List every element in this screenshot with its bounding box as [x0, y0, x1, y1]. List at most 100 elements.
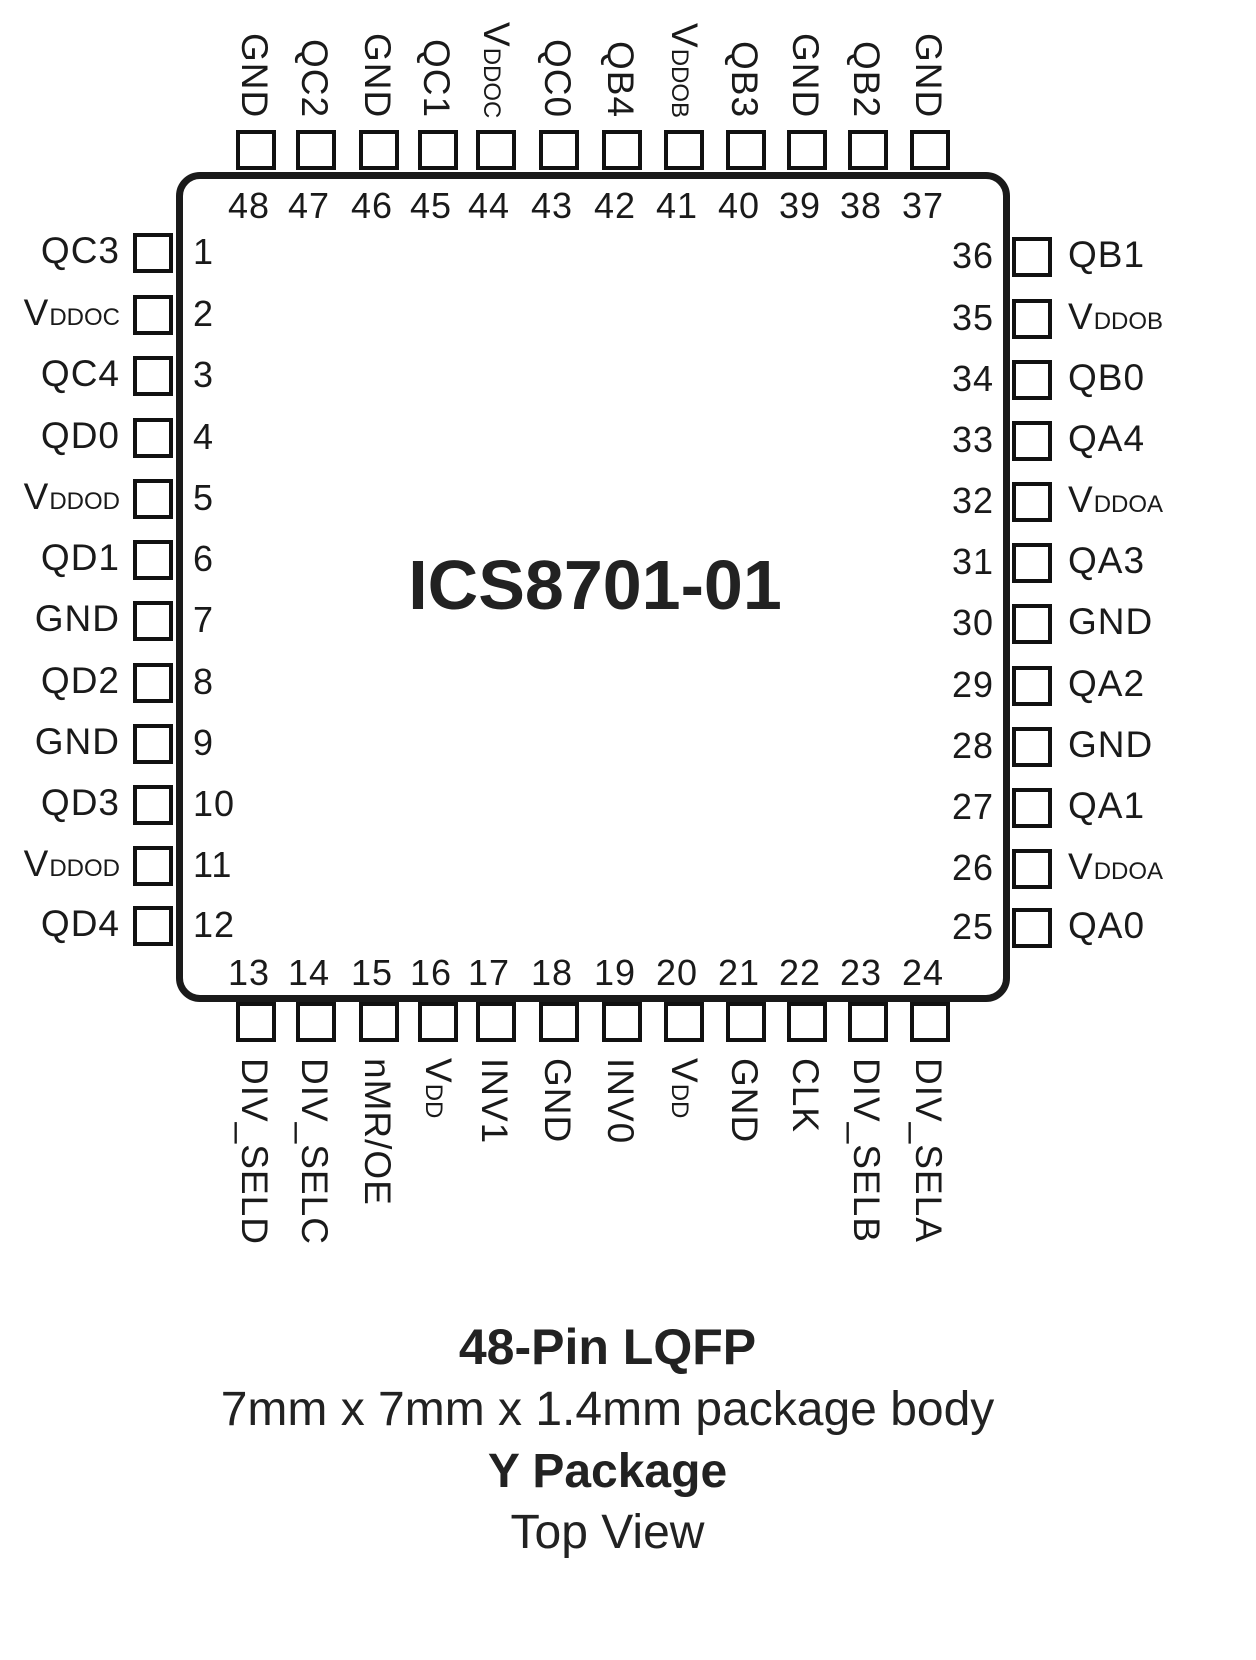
- pin-label-43: QC0: [537, 39, 578, 118]
- pin-number: 3: [193, 354, 215, 395]
- caption-dimensions: 7mm x 7mm x 1.4mm package body: [220, 1383, 995, 1436]
- pin-label-25: QA0: [1068, 907, 1145, 944]
- pin-pad-3: [133, 356, 173, 396]
- pin-label-30: GND: [1068, 603, 1153, 640]
- pin-name: GND: [1068, 601, 1154, 642]
- pin-label-20: VDD: [661, 1058, 705, 1118]
- pin-label-21: GND: [723, 1058, 765, 1144]
- pin-label-22: CLK: [785, 1058, 826, 1133]
- pin-label-45: QC1: [416, 39, 457, 118]
- pin-pad-48: [236, 130, 276, 170]
- pin-number: 13: [228, 952, 271, 993]
- pin-label-40: QB3: [724, 41, 765, 118]
- pin-pad-27: [1012, 788, 1052, 828]
- pin-pad-7: [133, 601, 173, 641]
- pin-number: 22: [779, 952, 822, 993]
- pin-number: 10: [193, 783, 236, 824]
- pin-label-46: GND: [356, 33, 398, 119]
- pin-pad-36: [1012, 237, 1052, 277]
- pin-name: GND: [784, 33, 826, 119]
- pin-pad-23: [848, 1002, 888, 1042]
- pin-number: 48: [228, 185, 271, 226]
- pin-number: 33: [951, 419, 994, 460]
- pin-label-16: VDD: [415, 1058, 459, 1119]
- pin-pad-28: [1012, 727, 1052, 767]
- pin-pad-8: [133, 663, 173, 703]
- pin-number: 32: [951, 480, 994, 521]
- pin-number: 16: [410, 952, 453, 993]
- pin-label-48: GND: [233, 33, 275, 119]
- pin-name-subscript: DDOC: [478, 47, 505, 119]
- pin-label-29: QA2: [1068, 665, 1145, 702]
- pin-label-32: VDDOA: [1068, 481, 1163, 523]
- pin-label-17: INV1: [473, 1058, 515, 1145]
- pin-label-33: QA4: [1068, 420, 1145, 457]
- pin-number: 6: [193, 538, 215, 579]
- pin-pad-31: [1012, 543, 1052, 583]
- pin-name: V: [664, 23, 705, 49]
- pin-label-27: QA1: [1068, 787, 1145, 824]
- pin-name: GND: [34, 598, 120, 639]
- pin-label-47: QC2: [294, 39, 335, 118]
- pin-pad-35: [1012, 299, 1052, 339]
- pin-name: QC4: [40, 353, 120, 394]
- pin-number: 43: [531, 185, 574, 226]
- caption-package-code: Y Package: [487, 1445, 728, 1498]
- pin-number: 4: [193, 416, 215, 457]
- pin-name: QA0: [1068, 905, 1146, 946]
- pin-name: GND: [34, 721, 120, 762]
- pin-number: 17: [468, 952, 511, 993]
- pin-name-subscript: DDOA: [1093, 858, 1164, 885]
- pin-name: QD4: [40, 903, 120, 944]
- pin-name: QA2: [1068, 663, 1146, 704]
- pin-number: 29: [951, 664, 994, 705]
- pin-pad-41: [664, 130, 704, 170]
- pin-name: QD0: [40, 415, 120, 456]
- pin-number: 15: [351, 952, 394, 993]
- pin-pad-37: [910, 130, 950, 170]
- pin-label-4: QD0: [41, 417, 120, 454]
- pin-number: 20: [656, 952, 699, 993]
- pin-pad-39: [787, 130, 827, 170]
- pin-pad-38: [848, 130, 888, 170]
- pin-number: 27: [951, 786, 994, 827]
- pin-number: 46: [351, 185, 394, 226]
- pin-name: INV1: [473, 1058, 515, 1145]
- pin-pad-26: [1012, 849, 1052, 889]
- pin-name: QD1: [40, 537, 120, 578]
- pin-label-2: VDDOC: [24, 294, 120, 336]
- pin-number: 14: [288, 952, 331, 993]
- pin-label-36: QB1: [1068, 236, 1145, 273]
- pin-pad-6: [133, 540, 173, 580]
- pin-name: GND: [723, 1058, 765, 1144]
- pin-pad-19: [602, 1002, 642, 1042]
- pin-pad-20: [664, 1002, 704, 1042]
- pin-pad-32: [1012, 482, 1052, 522]
- pin-pad-43: [539, 130, 579, 170]
- pin-name: QA3: [1068, 540, 1146, 581]
- pin-number: 21: [718, 952, 761, 993]
- pin-number: 12: [193, 904, 236, 945]
- pin-number: 39: [779, 185, 822, 226]
- pin-name: GND: [1068, 724, 1154, 765]
- pin-name: V: [1068, 479, 1094, 520]
- pin-name: GND: [356, 33, 398, 119]
- pin-pad-17: [476, 1002, 516, 1042]
- pin-pad-47: [296, 130, 336, 170]
- pin-name-subscript: DD: [420, 1083, 447, 1119]
- pin-pad-14: [296, 1002, 336, 1042]
- caption-view: Top View: [510, 1506, 705, 1559]
- pin-name: DIV_SELD: [233, 1058, 275, 1245]
- pin-number: 23: [840, 952, 883, 993]
- pin-pad-34: [1012, 360, 1052, 400]
- pin-label-5: VDDOD: [24, 478, 120, 520]
- pin-label-24: DIV_SELA: [908, 1058, 949, 1243]
- pin-number: 5: [193, 477, 215, 518]
- pin-number: 41: [656, 185, 699, 226]
- pin-pad-33: [1012, 421, 1052, 461]
- pin-name: V: [23, 476, 50, 517]
- pin-name: GND: [233, 33, 275, 119]
- pin-name: V: [23, 292, 50, 333]
- pin-number: 40: [718, 185, 761, 226]
- pin-label-44: VDDOC: [473, 22, 517, 119]
